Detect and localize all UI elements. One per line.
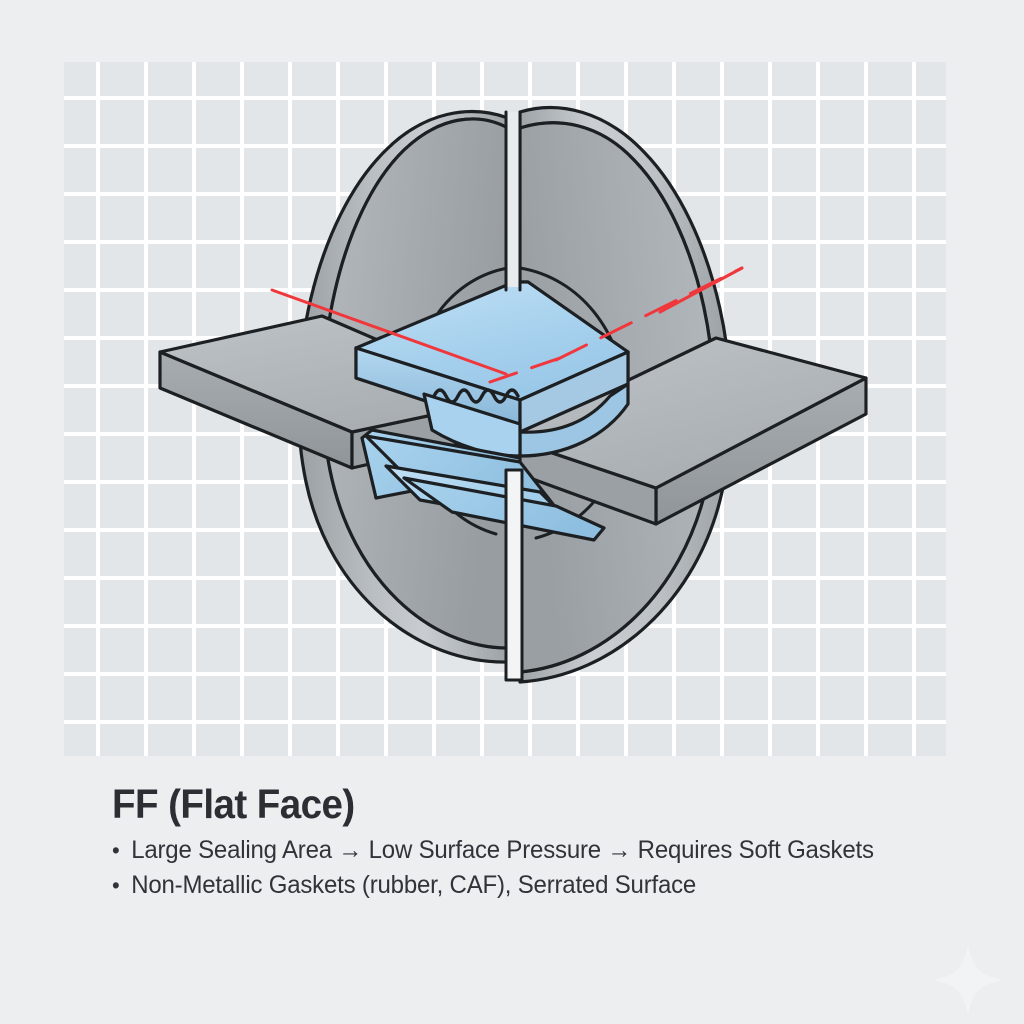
list-item: • Large Sealing Area → Low Surface Press… [112,836,938,865]
list-item: • Non-Metallic Gaskets (rubber, CAF), Se… [112,871,938,900]
serrated-surface [432,388,520,404]
centerline-axis [270,266,744,384]
flange-assembly [158,105,868,684]
bullet-text: Non-Metallic Gaskets (rubber, CAF), Serr… [131,871,697,900]
centerline-right-tail [658,266,744,314]
centerline-left-segment [270,288,508,376]
page-title: FF (Flat Face) [112,781,355,827]
gasket-relief-curve [518,382,630,458]
bore-gap [504,468,524,682]
centerline-middle-dash [488,356,562,384]
bore-gap-top-outline [504,110,522,292]
bullet-marker: • [112,837,120,864]
bullet-text: Large Sealing Area → Low Surface Pressur… [131,836,874,865]
bore-gap-top [506,112,520,287]
lower-gasket-tongue [402,476,606,542]
caption-block: FF (Flat Face) • Large Sealing Area → Lo… [112,782,972,906]
sparkle-icon [932,944,1004,1016]
bullet-marker: • [112,872,120,899]
